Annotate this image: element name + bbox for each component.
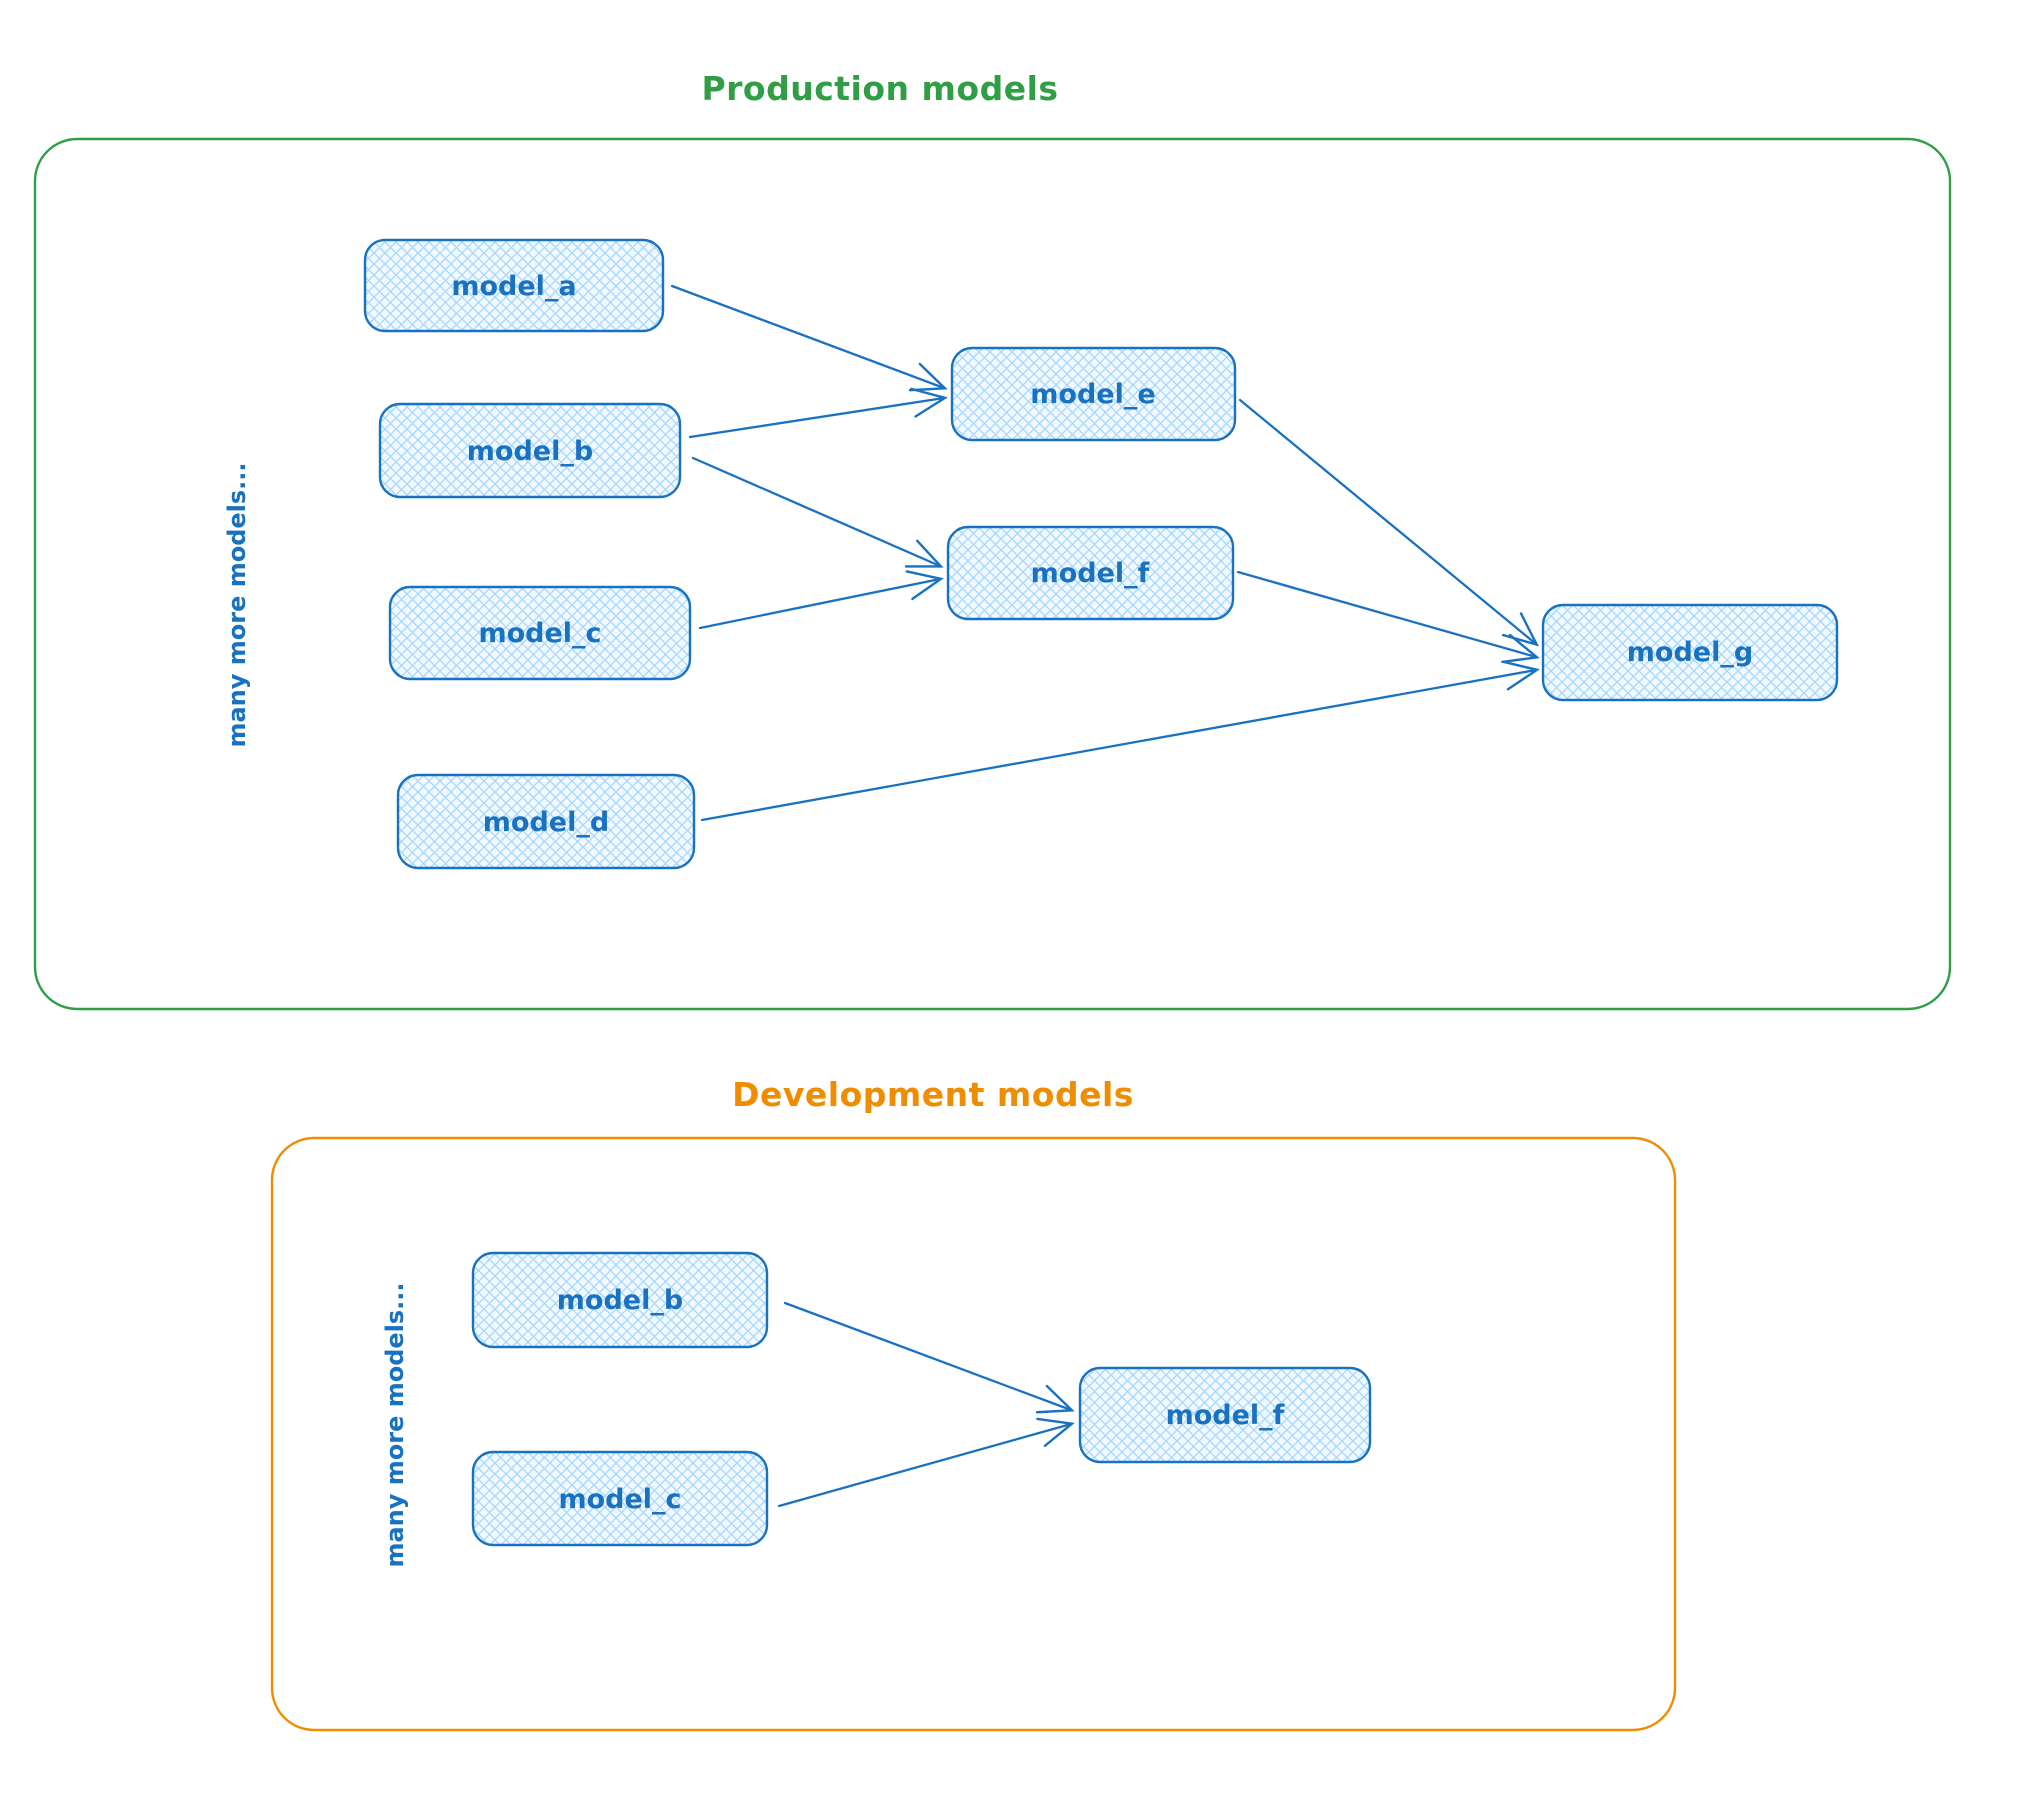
node-box [378, 402, 682, 499]
node-production-model-e: model_e [950, 346, 1237, 442]
edge-model-b-to-model-e [688, 387, 948, 439]
node-box [471, 1450, 769, 1547]
node-label: model_e [1030, 379, 1155, 410]
edge-dev-model-b-to-model-f [783, 1301, 1075, 1414]
node-production-model-b: model_b [378, 402, 682, 499]
node-production-model-g: model_g [1541, 603, 1839, 702]
node-box [396, 773, 696, 870]
node-box [1541, 603, 1839, 702]
edge-model-d-to-model-g [700, 660, 1540, 822]
node-label: model_c [558, 1484, 681, 1515]
node-production-model-d: model_d [396, 773, 696, 870]
node-label: model_b [557, 1285, 683, 1316]
node-label: model_d [483, 807, 609, 838]
node-box [471, 1251, 769, 1349]
edge-model-e-to-model-g [1238, 398, 1540, 647]
node-box [946, 525, 1235, 621]
node-development-model-f: model_f [1078, 1366, 1372, 1464]
node-production-model-f: model_f [946, 525, 1235, 621]
edge-model-c-to-model-f [698, 570, 944, 630]
node-box [388, 585, 692, 681]
production-frame [33, 137, 1952, 1011]
node-label: model_f [1031, 558, 1150, 589]
development-title: Development models [732, 1075, 1134, 1114]
node-box [950, 346, 1237, 442]
node-box [363, 238, 665, 333]
node-production-model-c: model_c [388, 585, 692, 681]
node-label: model_c [478, 618, 601, 649]
node-development-model-c: model_c [471, 1450, 769, 1547]
node-production-model-a: model_a [363, 238, 665, 333]
development-frame [270, 1136, 1677, 1732]
edge-model-b-to-model-f [691, 456, 944, 568]
production-title: Production models [701, 69, 1058, 108]
node-development-model-b: model_b [471, 1251, 769, 1349]
node-label: model_a [451, 271, 576, 302]
node-label: model_b [467, 436, 593, 467]
node-label: model_g [1627, 637, 1753, 668]
production-side-label: many more models... [223, 462, 251, 747]
development-side-label: many more models... [381, 1282, 409, 1567]
edge-dev-model-c-to-model-f [777, 1417, 1075, 1508]
edge-model-f-to-model-g [1236, 570, 1540, 664]
node-label: model_f [1166, 1400, 1285, 1431]
edge-model-a-to-model-e [670, 284, 948, 392]
node-box [1078, 1366, 1372, 1464]
